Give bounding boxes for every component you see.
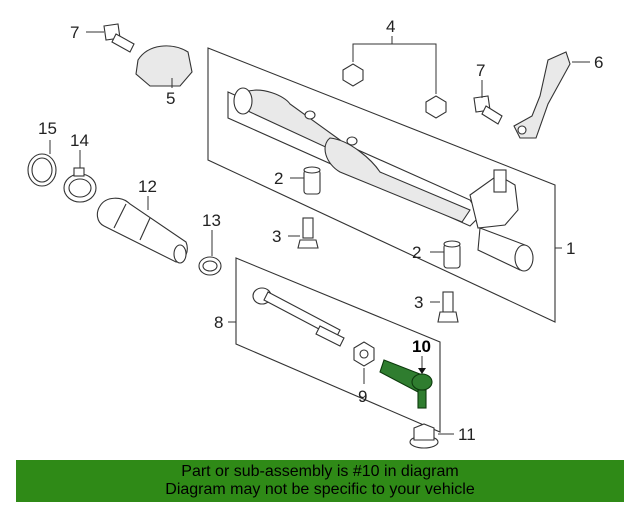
bushing-body-upper (303, 169, 321, 195)
nut-4b (425, 95, 447, 119)
callout-7-lower: 7 (476, 61, 485, 80)
boot-end (173, 244, 187, 264)
bolt-shank-7b (481, 105, 503, 125)
pinion-shaft (493, 169, 507, 193)
bracket-hole-6 (517, 125, 527, 135)
nut-hole-9 (359, 349, 369, 359)
clamp-14[interactable] (63, 150, 97, 203)
bolt-7-lower[interactable] (473, 80, 503, 125)
banner-line-2: Diagram may not be specific to your vehi… (165, 481, 475, 498)
outer-tie-rod-end-highlight[interactable] (379, 356, 433, 409)
callout-4: 4 (386, 17, 395, 36)
inner-tie-rod[interactable] (252, 287, 345, 347)
boot-12[interactable] (96, 196, 188, 264)
callout-2-upper: 2 (274, 169, 283, 188)
callout-8: 8 (214, 313, 223, 332)
callout-5: 5 (166, 89, 175, 108)
clamp-inner-13 (202, 260, 218, 272)
rack-end-right-cap (514, 244, 534, 272)
nut-body-11 (413, 423, 435, 441)
steering-rack[interactable] (227, 87, 534, 272)
bolt-shank-7a (111, 33, 135, 53)
bracket-body-6 (513, 51, 571, 139)
parts-diagram: 1 2 2 3 3 4 5 6 7 7 8 9 10 11 12 13 14 1… (27, 17, 603, 449)
boot-fold-2 (139, 217, 151, 241)
tie-rod-end-stud (417, 389, 427, 409)
bolt-head-3a (297, 239, 319, 249)
flange-nut-11[interactable] (409, 423, 454, 449)
clamp-13[interactable] (198, 230, 222, 276)
callout-12: 12 (138, 177, 157, 196)
ring-inner-15 (31, 157, 53, 183)
rack-housing-right (324, 137, 471, 223)
bushing-lower[interactable] (430, 240, 461, 269)
callout-1: 1 (566, 239, 575, 258)
bushing-upper[interactable] (290, 166, 321, 195)
callout-2-lower: 2 (412, 243, 421, 262)
bolt-3-upper[interactable] (288, 217, 319, 249)
highlight-info-banner: Part or sub-assembly is #10 in diagram D… (16, 460, 624, 502)
clamp-ring-13 (198, 256, 222, 276)
jam-nut-9[interactable] (353, 341, 375, 384)
banner-line-1: Part or sub-assembly is #10 in diagram (181, 463, 459, 480)
bushing-body-lower (443, 243, 461, 269)
callout-7-upper: 7 (70, 23, 79, 42)
callout-3-upper: 3 (272, 227, 281, 246)
bracket-5[interactable] (135, 45, 193, 88)
callout-3-lower: 3 (414, 293, 423, 312)
mount-boss-a (304, 110, 316, 120)
clamp-tab-14 (73, 167, 85, 177)
callout-10: 10 (412, 337, 431, 356)
nuts-4[interactable] (342, 36, 447, 119)
nut-4a (342, 63, 364, 87)
callout-13: 13 (202, 211, 221, 230)
bolt-head-3b (437, 311, 459, 323)
tie-rod-panel (228, 257, 441, 433)
panel-outline-1 (207, 47, 556, 323)
leader-4 (352, 43, 437, 94)
bracket-6[interactable] (513, 51, 590, 139)
bracket-body-5 (135, 45, 193, 87)
nut-body-9 (353, 341, 375, 367)
bushing-top-upper (303, 166, 321, 174)
boot-fold-1 (113, 203, 127, 229)
bolt-3-lower[interactable] (430, 291, 459, 323)
callout-15: 15 (38, 119, 57, 138)
callout-6: 6 (594, 53, 603, 72)
inner-tie-rod-thread (315, 325, 345, 347)
mount-boss-b (346, 136, 358, 146)
bolt-7-upper[interactable] (86, 23, 135, 53)
clamp-inner-14 (68, 178, 92, 198)
bolt-shank-3b (442, 291, 454, 313)
tie-rod-end-ball (411, 373, 433, 391)
bushing-top-lower (443, 240, 461, 248)
panel-outline-8 (235, 257, 441, 433)
ring-15[interactable] (27, 140, 57, 187)
callout-9: 9 (358, 387, 367, 406)
rack-assembly-panel (207, 47, 562, 323)
callout-14: 14 (70, 131, 89, 150)
bolt-shank-3a (302, 217, 314, 239)
callout-11: 11 (458, 425, 476, 444)
arrow-10 (418, 368, 426, 374)
rack-end-left (233, 87, 253, 115)
